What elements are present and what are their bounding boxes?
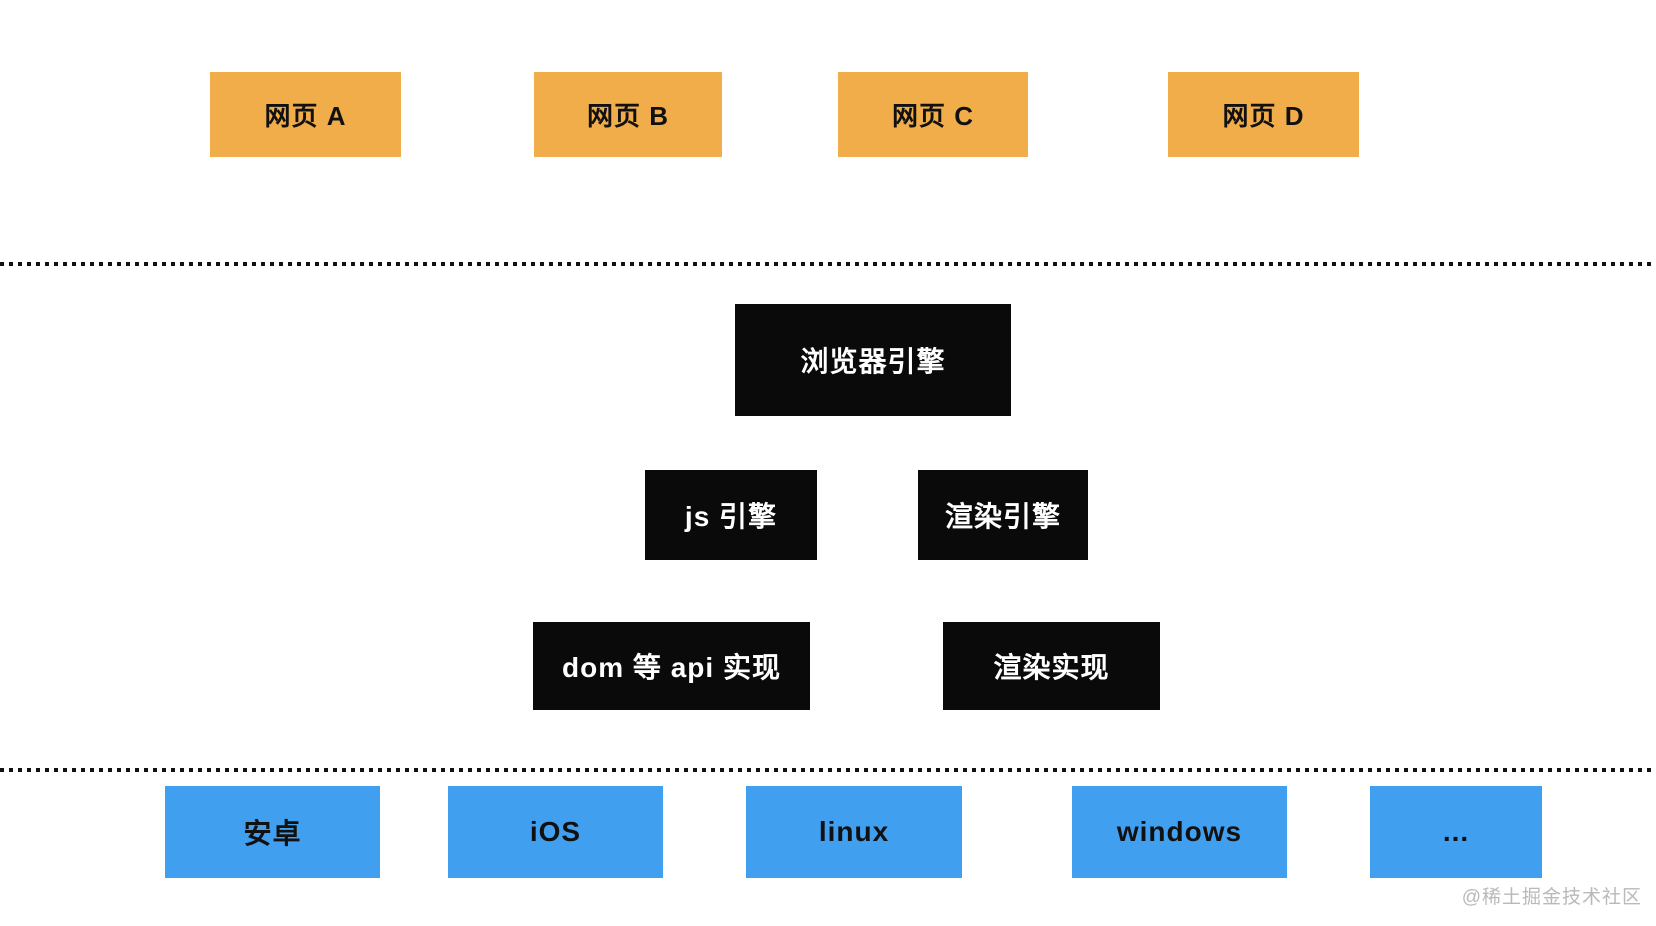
node-platform-ios: iOS — [448, 786, 663, 878]
node-platform-android: 安卓 — [165, 786, 380, 878]
node-platform-windows: windows — [1072, 786, 1287, 878]
node-browser-engine: 浏览器引擎 — [735, 304, 1011, 416]
watermark-text: @稀土掘金技术社区 — [1461, 887, 1642, 908]
node-platform-linux: linux — [746, 786, 962, 878]
node-platform-others: ... — [1370, 786, 1542, 878]
dotted-divider-bottom — [0, 768, 1656, 772]
node-webpage-d: 网页 D — [1168, 72, 1359, 157]
dotted-divider-top — [0, 262, 1656, 266]
node-render-engine: 渲染引擎 — [918, 470, 1088, 560]
node-webpage-b: 网页 B — [534, 72, 722, 157]
node-js-engine: js 引擎 — [645, 470, 817, 560]
node-webpage-a: 网页 A — [210, 72, 401, 157]
node-dom-api-implementation: dom 等 api 实现 — [533, 622, 810, 710]
node-webpage-c: 网页 C — [838, 72, 1028, 157]
node-render-implementation: 渲染实现 — [943, 622, 1160, 710]
